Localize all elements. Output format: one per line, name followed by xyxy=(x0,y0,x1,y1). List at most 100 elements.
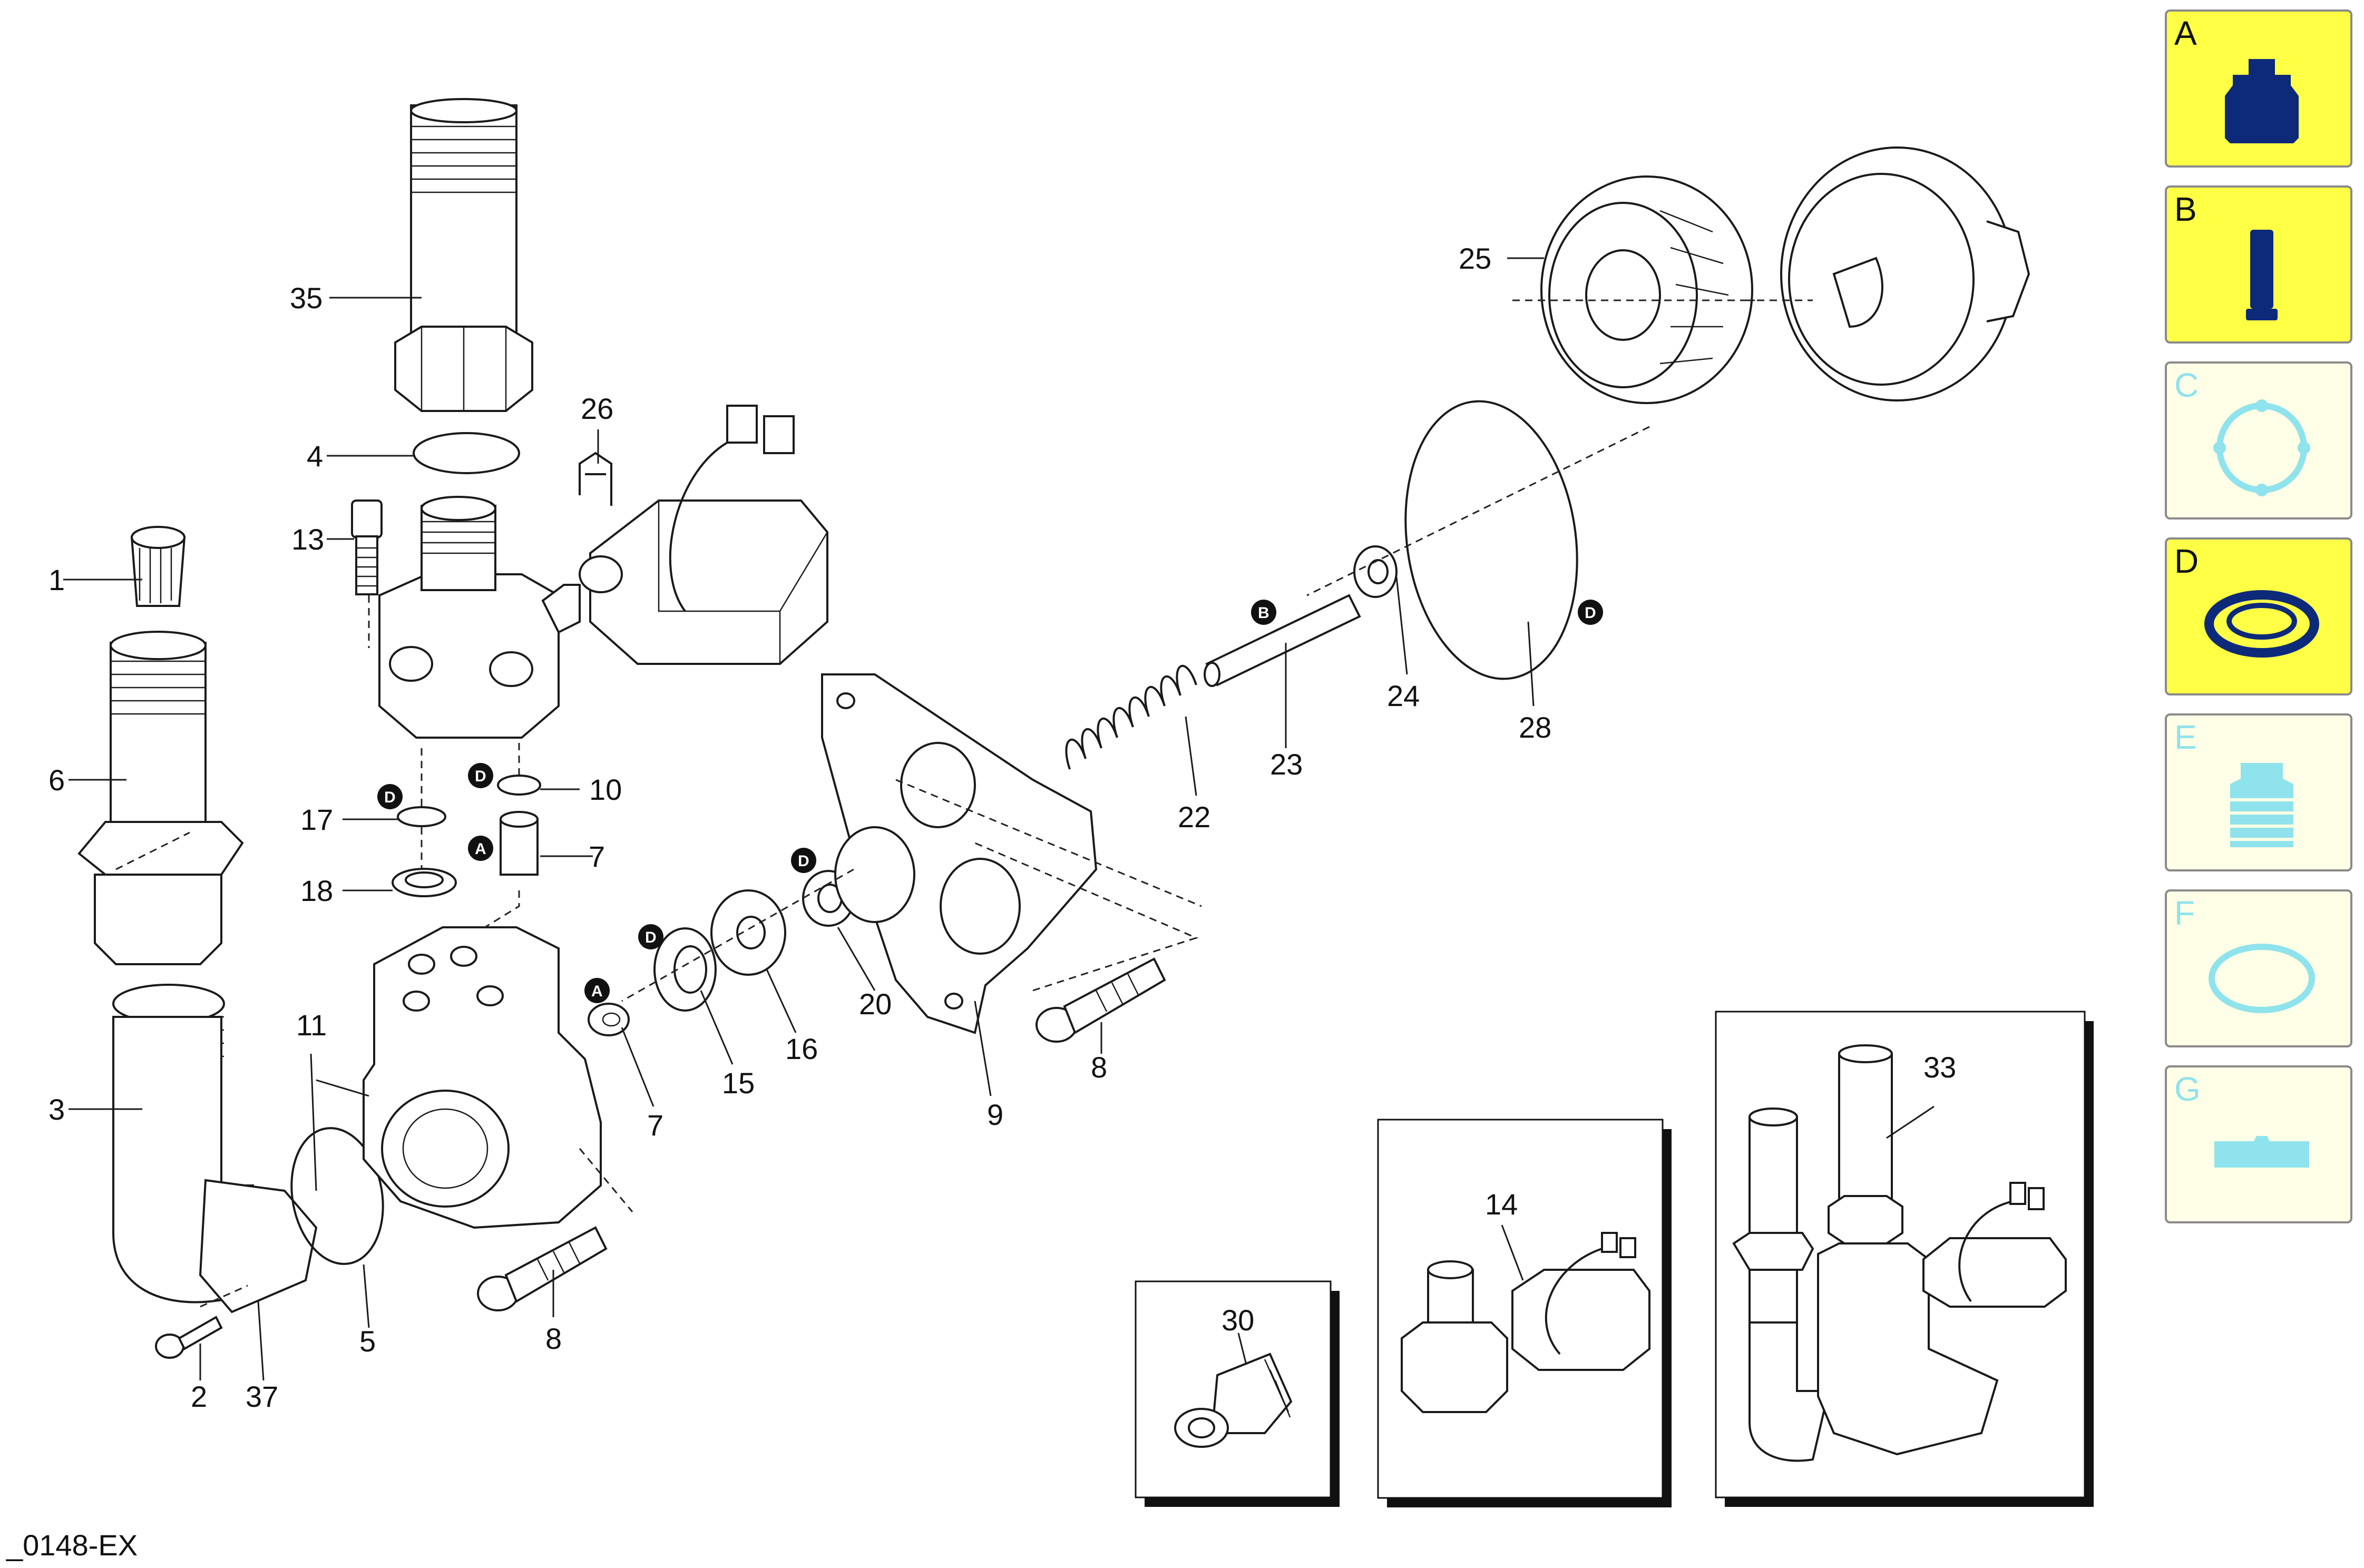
bracket-icon xyxy=(2214,1136,2309,1168)
legend-tile-d[interactable]: D xyxy=(2165,537,2352,695)
svg-text:B: B xyxy=(1258,604,1269,622)
part-37-flange[interactable] xyxy=(199,1179,318,1314)
label-16: 16 xyxy=(785,1032,818,1065)
label-15: 15 xyxy=(722,1066,755,1100)
part-6-pipe-with-nut[interactable] xyxy=(77,631,244,965)
label-35: 35 xyxy=(290,281,323,315)
bellows-icon xyxy=(2230,763,2293,847)
part-8-bolt-upper[interactable] xyxy=(1036,957,1166,1043)
legend-letter-b: B xyxy=(2174,190,2197,228)
label-33: 33 xyxy=(1923,1051,1956,1084)
svg-text:D: D xyxy=(645,929,657,946)
legend-letter-e: E xyxy=(2174,718,2197,756)
pin-icon xyxy=(2246,230,2278,320)
svg-text:D: D xyxy=(798,852,809,870)
legend-letter-g: G xyxy=(2174,1070,2201,1108)
o-ring-icon xyxy=(2209,944,2315,1013)
svg-text:D: D xyxy=(475,768,486,785)
legend-tile-b[interactable]: B xyxy=(2165,185,2352,344)
label-14: 14 xyxy=(1485,1188,1518,1221)
badge-d-15: D xyxy=(638,924,663,949)
label-7-lower: 7 xyxy=(647,1109,663,1142)
badge-d-10: D xyxy=(468,763,493,788)
svg-text:D: D xyxy=(1585,604,1596,622)
part-9-head-plate[interactable] xyxy=(821,673,1098,1034)
label-1: 1 xyxy=(48,563,65,596)
part-24-disc[interactable] xyxy=(1353,545,1398,598)
part-28-large-o-ring[interactable] xyxy=(1389,390,1595,690)
inset-part-14[interactable]: 14 xyxy=(1377,1119,1672,1507)
part-2-bolt[interactable] xyxy=(155,1316,223,1359)
label-23: 23 xyxy=(1270,748,1303,781)
label-22: 22 xyxy=(1178,800,1210,834)
badge-a-7: A xyxy=(468,836,493,861)
label-8-upper: 8 xyxy=(1091,1051,1107,1084)
label-25: 25 xyxy=(1459,242,1491,275)
label-9: 9 xyxy=(987,1098,1003,1131)
part-labels: 1 6 3 35 4 13 26 17 18 10 7 11 5 2 37 8 … xyxy=(48,242,1551,1413)
badge-a-7-lower: A xyxy=(584,978,610,1003)
part-23-pin[interactable] xyxy=(1204,594,1361,687)
label-5: 5 xyxy=(359,1325,376,1358)
label-24: 24 xyxy=(1387,679,1420,712)
svg-text:D: D xyxy=(384,789,396,806)
badge-b-23: B xyxy=(1251,600,1276,625)
assembly-lines xyxy=(115,299,1813,1308)
part-7-valve-lower[interactable] xyxy=(588,1003,630,1036)
legend-tile-g[interactable]: G xyxy=(2165,1065,2352,1223)
diagram-code: _0148-EX xyxy=(6,1528,138,1562)
badge-d-20: D xyxy=(791,848,816,873)
part-4-o-ring[interactable] xyxy=(413,432,520,474)
part-35-threaded-tube[interactable] xyxy=(394,98,533,412)
label-2: 2 xyxy=(191,1380,207,1413)
legend-tile-c[interactable]: C xyxy=(2165,361,2352,520)
seal-ring-icon xyxy=(2204,590,2319,658)
inset-part-33[interactable]: 33 xyxy=(1715,1011,2094,1507)
part-8-bolt-lower[interactable] xyxy=(477,1226,608,1311)
label-13: 13 xyxy=(291,523,324,556)
legend-tile-f[interactable]: F xyxy=(2165,889,2352,1047)
legend-letter-d: D xyxy=(2174,542,2199,580)
inset-part-30[interactable]: 30 xyxy=(1135,1280,1340,1507)
legend-letter-a: A xyxy=(2174,14,2197,52)
part-7-valve-upper[interactable] xyxy=(500,811,539,876)
label-4: 4 xyxy=(307,439,323,473)
label-10: 10 xyxy=(589,773,622,806)
legend-tile-a[interactable]: A xyxy=(2165,9,2352,168)
badge-d-17: D xyxy=(377,784,403,809)
part-1-filter[interactable] xyxy=(130,526,186,607)
part-18-seal[interactable] xyxy=(392,868,457,897)
part-26-clip[interactable] xyxy=(579,452,612,506)
legend-letter-c: C xyxy=(2174,366,2199,404)
label-17: 17 xyxy=(300,803,333,836)
part-17-ring[interactable] xyxy=(397,806,446,827)
part-16-washer[interactable] xyxy=(710,889,786,976)
part-22-spring[interactable] xyxy=(1065,664,1197,770)
label-6: 6 xyxy=(48,763,65,797)
part-13-bolt[interactable] xyxy=(351,499,383,595)
legend-letter-f: F xyxy=(2174,894,2195,932)
nozzle-icon xyxy=(2225,59,2299,143)
label-20: 20 xyxy=(859,987,892,1021)
part-5-o-ring[interactable] xyxy=(281,1121,394,1271)
svg-text:A: A xyxy=(475,840,486,858)
main-pump-body[interactable] xyxy=(363,926,602,1229)
badge-d-28: D xyxy=(1578,600,1603,625)
part-15-seal[interactable] xyxy=(653,927,717,1012)
label-28: 28 xyxy=(1519,711,1551,744)
label-8-lower: 8 xyxy=(545,1322,562,1355)
legend-tile-e[interactable]: E xyxy=(2165,713,2352,871)
label-7-upper: 7 xyxy=(589,840,605,873)
bearing-cover[interactable] xyxy=(1780,146,2030,401)
upper-valve-housing[interactable] xyxy=(378,496,581,739)
label-18: 18 xyxy=(300,874,333,907)
gasket-ring-icon xyxy=(2213,399,2310,496)
label-37: 37 xyxy=(246,1380,278,1413)
svg-text:A: A xyxy=(591,983,603,1000)
sensor-switch-box[interactable] xyxy=(579,405,828,665)
leader-lines xyxy=(63,257,1544,1381)
part-25-bearing[interactable] xyxy=(1540,175,1753,404)
part-10-ring[interactable] xyxy=(497,775,541,796)
label-11: 11 xyxy=(296,1008,327,1042)
